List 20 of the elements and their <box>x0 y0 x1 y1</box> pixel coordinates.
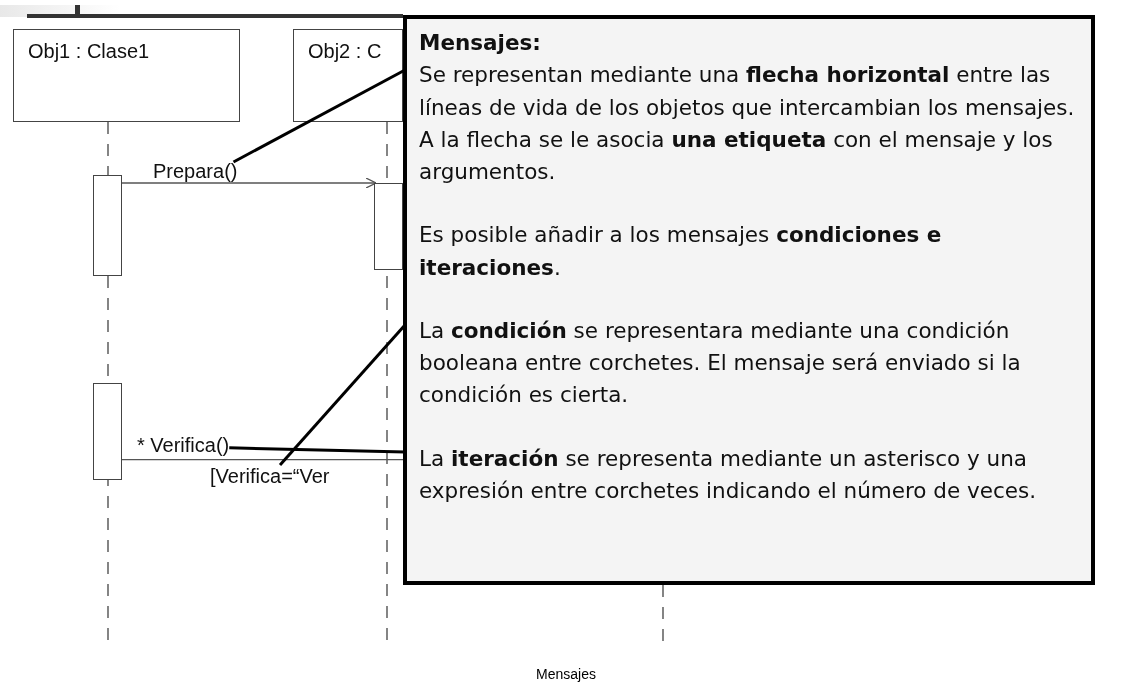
leader-line <box>232 68 406 164</box>
callout-paragraph: Se representan mediante una flecha horizontal entre las líneas de vida de los objetos que intercambian los mensajes. A la flecha se le asocia una etiqueta con el mensaje y los argumentos. <box>419 61 1076 186</box>
message-arrow <box>121 177 377 189</box>
callout-paragraph: Es posible añadir a los mensajes condiciones e iteraciones. <box>419 221 943 282</box>
message-label: * Verifica() <box>137 434 230 457</box>
object-name: Obj1 : Clase1 <box>28 40 150 63</box>
message-label: Prepara() <box>153 160 238 183</box>
caption: Mensajes <box>536 666 596 682</box>
object-box <box>293 29 403 122</box>
condition-label: [Verifica=“Ver <box>210 465 330 488</box>
callout-heading: Mensajes: <box>419 29 542 57</box>
callout-box <box>403 15 1095 585</box>
object-name: Obj2 : C <box>308 40 382 63</box>
activation-bar <box>93 175 122 276</box>
callout-paragraph: La iteración se representa mediante un asterisco y una expresión entre corchetes indicando el número de veces. <box>419 444 1038 505</box>
activation-bar <box>93 383 122 480</box>
activation-bar <box>374 183 403 270</box>
object-box <box>13 29 240 122</box>
leader-line <box>229 446 406 454</box>
callout-paragraph: La condición se representara mediante una condición booleana entre corchetes. El mensaje será enviado si la condición es cierta. <box>419 316 1022 410</box>
